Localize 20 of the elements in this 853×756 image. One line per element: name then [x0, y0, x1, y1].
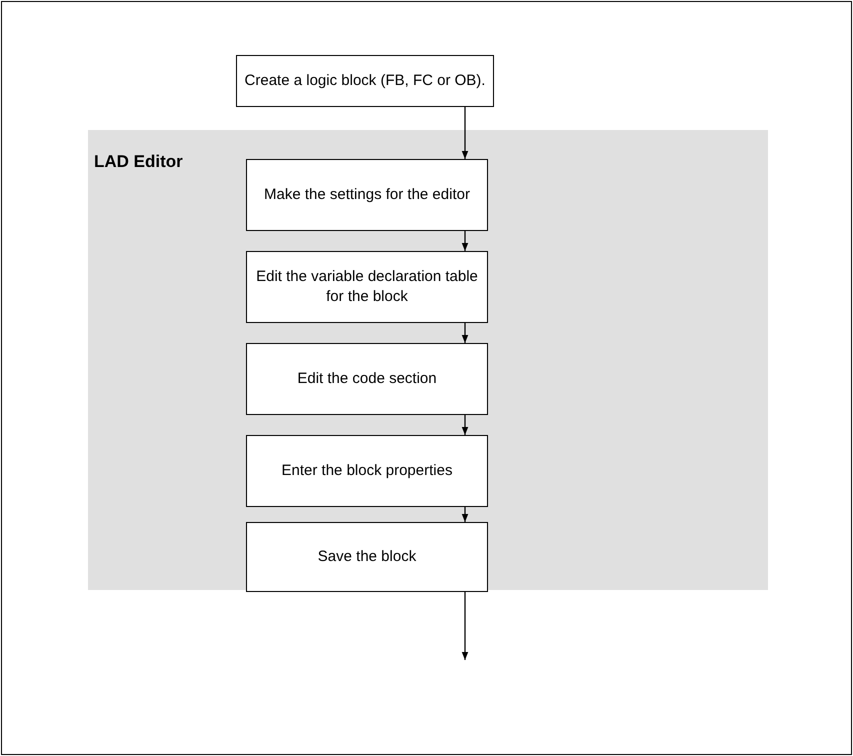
- arrow: [462, 323, 468, 343]
- process-box: [246, 522, 488, 592]
- step-text: Edit the variable declaration table for the block: [255, 267, 479, 307]
- step-text: Save the block: [318, 547, 416, 567]
- step-text: Edit the code section: [297, 369, 437, 389]
- step-text: Make the settings for the editor: [264, 185, 470, 205]
- arrow: [462, 592, 468, 660]
- process-box: [246, 159, 488, 231]
- process-box: [236, 55, 494, 107]
- step-text: Enter the block properties: [282, 461, 452, 481]
- arrow: [462, 507, 468, 522]
- arrow: [462, 107, 468, 159]
- arrow: [462, 231, 468, 251]
- group-panel: [88, 130, 768, 590]
- panel-title: LAD Editor: [94, 152, 183, 172]
- process-box: [246, 343, 488, 415]
- step-text: Create a logic block (FB, FC or OB).: [244, 71, 486, 91]
- process-box: [246, 435, 488, 507]
- process-box: [246, 251, 488, 323]
- arrow: [462, 415, 468, 435]
